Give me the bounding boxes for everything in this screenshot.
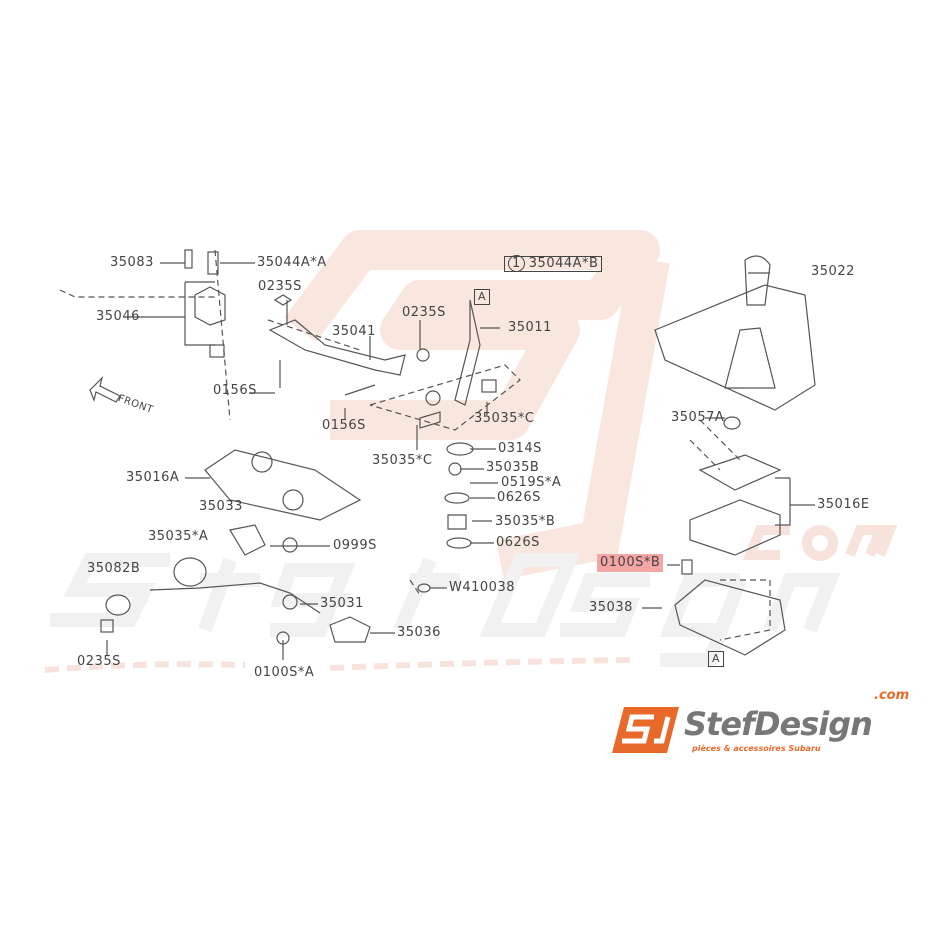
part-label[interactable]: 35016A bbox=[126, 470, 180, 485]
part-label[interactable]: 35022 bbox=[811, 264, 855, 279]
part-label[interactable]: 0235S bbox=[258, 279, 302, 294]
watermark-suffix-shape bbox=[742, 525, 898, 561]
part-label[interactable]: 35031 bbox=[320, 596, 364, 611]
watermark-brand-shape bbox=[50, 553, 841, 667]
watermark-tagline-shape bbox=[44, 657, 631, 673]
part-label[interactable]: 0235S bbox=[402, 305, 446, 320]
part-label[interactable]: 35038 bbox=[589, 600, 633, 615]
part-label[interactable]: 35046 bbox=[96, 309, 140, 324]
part-label[interactable]: 35041 bbox=[332, 324, 376, 339]
part-label[interactable]: 35035*C bbox=[372, 453, 433, 468]
logo-suffix: .com bbox=[874, 688, 910, 703]
stefdesign-logo: StefDesign .com pièces & accessoires Sub… bbox=[612, 689, 922, 757]
part-label[interactable]: 35035B bbox=[486, 460, 540, 475]
logo-tagline: pièces & accessoires Subaru bbox=[692, 744, 821, 753]
section-marker-a-bottom: A bbox=[708, 651, 725, 667]
reference-part: 35044A*B bbox=[528, 256, 599, 271]
part-label[interactable]: 0626S bbox=[496, 535, 540, 550]
front-arrow-icon bbox=[89, 376, 121, 403]
part-label[interactable]: 0235S bbox=[77, 654, 121, 669]
part-label[interactable]: 0999S bbox=[333, 538, 377, 553]
part-label[interactable]: 35082B bbox=[87, 561, 141, 576]
logo-name: StefDesign bbox=[684, 705, 873, 743]
reference-marker: 1 bbox=[508, 255, 525, 272]
part-label[interactable]: 35035*B bbox=[495, 514, 556, 529]
part-label[interactable]: 35044A*A bbox=[257, 255, 327, 270]
part-label[interactable]: 35011 bbox=[508, 320, 552, 335]
section-marker-a-top: A bbox=[474, 289, 491, 305]
logo-emblem-icon bbox=[612, 707, 679, 753]
part-label[interactable]: 35057A bbox=[671, 410, 725, 425]
part-label[interactable]: 0314S bbox=[498, 441, 542, 456]
part-label[interactable]: 35035*A bbox=[148, 529, 209, 544]
part-label[interactable]: W410038 bbox=[449, 580, 515, 595]
dashed-guides bbox=[59, 249, 771, 641]
part-label[interactable]: 0156S bbox=[213, 383, 257, 398]
leader-lines bbox=[106, 262, 815, 660]
part-label[interactable]: 0519S*A bbox=[501, 475, 562, 490]
part-label-highlighted[interactable]: 0100S*B bbox=[597, 554, 664, 572]
part-label[interactable]: 0156S bbox=[322, 418, 366, 433]
part-label[interactable]: 0100S*A bbox=[254, 665, 315, 680]
part-label[interactable]: 35035*C bbox=[474, 411, 535, 426]
part-label[interactable]: 0626S bbox=[497, 490, 541, 505]
part-shapes bbox=[100, 249, 816, 656]
part-label[interactable]: 35036 bbox=[397, 625, 441, 640]
part-label[interactable]: 35016E bbox=[817, 497, 870, 512]
part-label[interactable]: 35033 bbox=[199, 499, 243, 514]
part-label[interactable]: 35083 bbox=[110, 255, 154, 270]
